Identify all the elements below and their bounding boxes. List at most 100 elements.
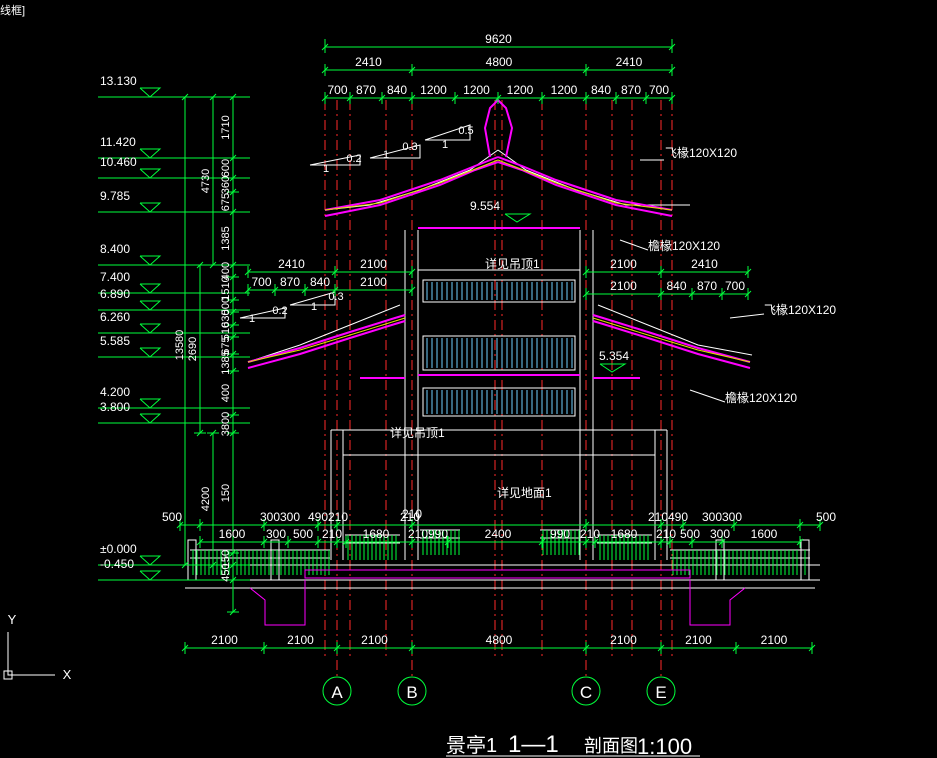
dim-tick xyxy=(657,290,665,298)
dim-tick xyxy=(260,644,268,652)
upper-roof-left xyxy=(324,156,499,211)
dim-tick xyxy=(730,521,738,529)
dim-tick xyxy=(744,290,752,298)
dim-tick xyxy=(301,286,309,294)
spot-level-label: 5.354 xyxy=(599,349,629,363)
elev-triangle xyxy=(139,87,162,98)
foundation xyxy=(689,580,746,626)
dim-text-vertical: 4200 xyxy=(200,487,212,511)
dim-text: 840 xyxy=(387,83,407,97)
dim-tick xyxy=(314,538,322,546)
dim-text-vertical: 450 xyxy=(220,563,232,581)
dim-tick xyxy=(666,538,674,546)
slope-label: 1 xyxy=(323,163,329,175)
dim-text-vertical: 630 xyxy=(220,309,232,327)
elevation-label: 11.420 xyxy=(100,135,136,149)
roof xyxy=(247,98,751,379)
rafter-note: 檐椽120X120 xyxy=(725,391,797,405)
dimensions xyxy=(98,39,824,706)
dim-tick xyxy=(796,538,804,546)
grid-axis-label: A xyxy=(331,683,343,702)
dim-text: 2410 xyxy=(691,257,718,271)
dim-text: 870 xyxy=(280,275,300,289)
dim-text: 840 xyxy=(591,83,611,97)
elev-triangle xyxy=(139,255,162,266)
dim-tick xyxy=(668,94,676,102)
dim-tick xyxy=(688,290,696,298)
slab xyxy=(304,569,691,579)
elevation-label: 7.400 xyxy=(100,270,130,284)
roof-outline xyxy=(247,304,401,363)
slope-label: 1 xyxy=(311,301,317,313)
detail-note: 详见吊顶1 xyxy=(485,256,540,271)
elev-triangle xyxy=(139,323,162,334)
dim-text: 840 xyxy=(666,279,686,293)
dim-text: 870 xyxy=(697,279,717,293)
slope-label: 0.2 xyxy=(346,153,361,165)
dim-tick xyxy=(744,268,752,276)
upper-roof-right xyxy=(497,156,673,211)
dim-tick xyxy=(333,521,341,529)
dim-tick xyxy=(260,538,268,546)
detail-note: 详见地面1 xyxy=(497,485,552,500)
dim-tick xyxy=(408,66,416,74)
dim-tick xyxy=(657,268,665,276)
dim-text: 700 xyxy=(649,83,669,97)
dim-text: 210 xyxy=(402,507,422,521)
dim-text-vertical: 4730 xyxy=(200,169,212,193)
elev-triangle xyxy=(139,202,162,213)
dim-tick xyxy=(582,268,590,276)
elevation-label: 10.460 xyxy=(100,155,137,169)
dim-text: 2410 xyxy=(278,257,305,271)
dim-text: 300300 xyxy=(260,510,300,524)
dim-text: 1680 xyxy=(363,527,390,541)
dim-tick xyxy=(244,268,252,276)
upper-roof-inner xyxy=(324,161,499,217)
viewport-label[interactable]: 线框] xyxy=(0,5,26,17)
elevation-label: 8.400 xyxy=(100,242,130,256)
elev-triangle xyxy=(139,555,162,566)
dim-text-vertical: 600 xyxy=(220,159,232,177)
ucs-origin xyxy=(3,670,13,680)
slope-label: 1 xyxy=(442,139,448,151)
dim-text: 500 xyxy=(162,510,182,524)
dim-text: 9620 xyxy=(485,32,512,46)
lower-roof-inner xyxy=(247,320,406,369)
dim-tick xyxy=(444,538,452,546)
dim-text-vertical: 400 xyxy=(220,384,232,402)
structure xyxy=(3,124,820,757)
spot-level-triangle xyxy=(504,213,532,223)
dim-tick xyxy=(718,538,726,546)
dim-text: 210490 xyxy=(648,510,688,524)
dim-tick xyxy=(408,538,416,546)
lower-roof-inner xyxy=(592,320,751,369)
dim-text-vertical: 510 xyxy=(220,322,232,340)
eave-edge xyxy=(324,159,499,211)
dim-tick xyxy=(378,94,386,102)
dim-text: 2100 xyxy=(610,633,637,647)
slope-triangle xyxy=(289,291,336,306)
dim-text: 1680 xyxy=(611,527,638,541)
dim-text: 1200 xyxy=(551,83,578,97)
dim-tick xyxy=(582,66,590,74)
dim-text-vertical: 360 xyxy=(220,176,232,194)
dim-tick xyxy=(668,43,676,51)
dim-tick xyxy=(538,94,546,102)
post xyxy=(800,539,810,581)
dim-text-vertical: 1710 xyxy=(220,115,232,139)
dim-tick xyxy=(657,644,665,652)
ridge-finial xyxy=(483,98,514,158)
grid-bubble xyxy=(397,676,427,706)
window-frame xyxy=(422,387,576,417)
title-scale: 1:100 xyxy=(637,734,692,758)
dim-text: 1200 xyxy=(507,83,534,97)
dim-text-vertical: 675 xyxy=(220,336,232,354)
dim-text-vertical: 150 xyxy=(220,484,232,502)
dim-tick xyxy=(321,94,329,102)
dim-text-vertical: 3800 xyxy=(220,412,232,436)
dim-text-vertical: 150 xyxy=(220,550,232,568)
dim-tick xyxy=(408,268,416,276)
dim-tick xyxy=(176,521,184,529)
